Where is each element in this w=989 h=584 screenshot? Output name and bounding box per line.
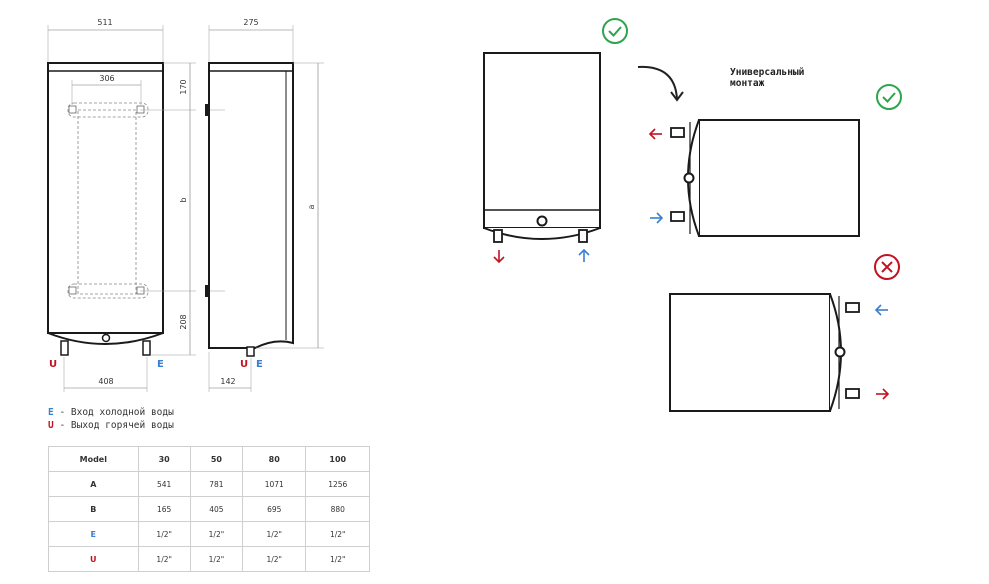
front-label-hot: U — [49, 359, 57, 370]
side-bracket-bottom — [205, 285, 210, 297]
table-cell: 781 — [189, 471, 244, 497]
side-bracket-top — [205, 104, 210, 116]
front-body — [47, 62, 164, 334]
front-bottom-curve — [47, 332, 164, 345]
cold-in-arrow-icon — [874, 304, 888, 316]
table-cell: 1/2" — [242, 521, 307, 547]
table-cell: 1/2" — [242, 546, 307, 572]
hot-out-arrow-icon — [648, 128, 662, 140]
mounting-label-line1: Универсальный — [730, 67, 805, 78]
legend-cold-text: - Вход холодной воды — [53, 407, 174, 418]
legend-cold-code: E — [48, 407, 54, 418]
hot-out-arrow-icon — [876, 388, 890, 400]
table-row: A 541 781 1071 1256 — [48, 471, 370, 497]
legend-hot: U - Выход горячей воды — [48, 419, 174, 432]
table-row-label: U — [48, 546, 139, 572]
horizontal-mount-wrong — [669, 254, 900, 412]
dim-pipe-spacing: 408 — [98, 377, 113, 386]
cold-in-arrow-icon — [650, 212, 664, 224]
cross-icon — [874, 254, 900, 280]
front-pipe-hot — [60, 340, 69, 356]
wrong-heater-body — [669, 293, 831, 412]
dim-bottom-offset: 208 — [179, 314, 188, 329]
table-cell: 541 — [137, 471, 191, 497]
side-pipe — [246, 346, 255, 357]
table-cell: 1/2" — [137, 546, 191, 572]
table-header: Model — [48, 446, 139, 472]
vertical-mount — [483, 18, 628, 264]
dim-a: a — [307, 204, 316, 209]
table-cell: 1/2" — [137, 521, 191, 547]
table-cell: 880 — [305, 496, 370, 522]
mounting-label-line2: монтаж — [730, 78, 765, 89]
vertical-indicator — [536, 215, 548, 227]
side-label-cold: E — [256, 359, 263, 370]
legend-hot-text: - Выход горячей воды — [53, 420, 174, 431]
vertical-heater-body — [483, 52, 601, 229]
pipe-legend: E - Вход холодной воды U - Выход горячей… — [48, 406, 174, 432]
side-body — [208, 62, 294, 349]
dim-pipe-depth: 142 — [220, 377, 235, 386]
table-cell: 695 — [242, 496, 307, 522]
horizontal-heater-body — [698, 119, 860, 237]
curved-arrow-icon — [637, 65, 684, 102]
table-header: 80 — [242, 446, 307, 472]
dim-mount-spacing: 306 — [99, 74, 114, 83]
horizontal-mount-ok — [648, 84, 902, 237]
dim-side-depth: 275 — [243, 18, 258, 27]
side-view: 275 U E 142 a — [205, 18, 324, 392]
front-view: 511 306 U E 408 17 — [47, 18, 196, 392]
table-cell: 405 — [189, 496, 244, 522]
table-cell: 1/2" — [305, 521, 370, 547]
table-header: 50 — [189, 446, 244, 472]
legend-cold: E - Вход холодной воды — [48, 406, 174, 419]
table-cell: 1/2" — [189, 521, 244, 547]
table-row: E 1/2" 1/2" 1/2" 1/2" — [48, 521, 370, 547]
front-label-cold: E — [157, 359, 164, 370]
mounting-label: Универсальный монтаж — [730, 67, 804, 89]
table-row: B 165 405 695 880 — [48, 496, 370, 522]
table-cell: 1/2" — [189, 546, 244, 572]
front-indicator — [101, 333, 111, 343]
dim-front-width: 511 — [97, 18, 112, 27]
table-header: 30 — [137, 446, 191, 472]
table-cell: 165 — [137, 496, 191, 522]
cold-in-arrow-icon — [578, 248, 590, 262]
dim-top-offset: 170 — [179, 79, 188, 94]
front-pipe-cold — [142, 340, 151, 356]
side-label-hot: U — [240, 359, 248, 370]
table-cell: 1/2" — [305, 546, 370, 572]
table-cell: 1071 — [242, 471, 307, 497]
table-header: 100 — [305, 446, 370, 472]
table-header-row: Model 30 50 80 100 — [48, 446, 370, 472]
table-row-label: A — [48, 471, 139, 497]
dim-b: b — [179, 197, 188, 202]
legend-hot-code: U — [48, 420, 54, 431]
hot-out-arrow-icon — [493, 250, 505, 264]
table-row-label: B — [48, 496, 139, 522]
spec-table: Model 30 50 80 100 A 541 781 1071 1256 B… — [48, 446, 370, 572]
table-row-label: E — [48, 521, 139, 547]
check-icon — [602, 18, 628, 44]
check-icon — [876, 84, 902, 110]
table-row: U 1/2" 1/2" 1/2" 1/2" — [48, 546, 370, 572]
table-cell: 1256 — [305, 471, 370, 497]
